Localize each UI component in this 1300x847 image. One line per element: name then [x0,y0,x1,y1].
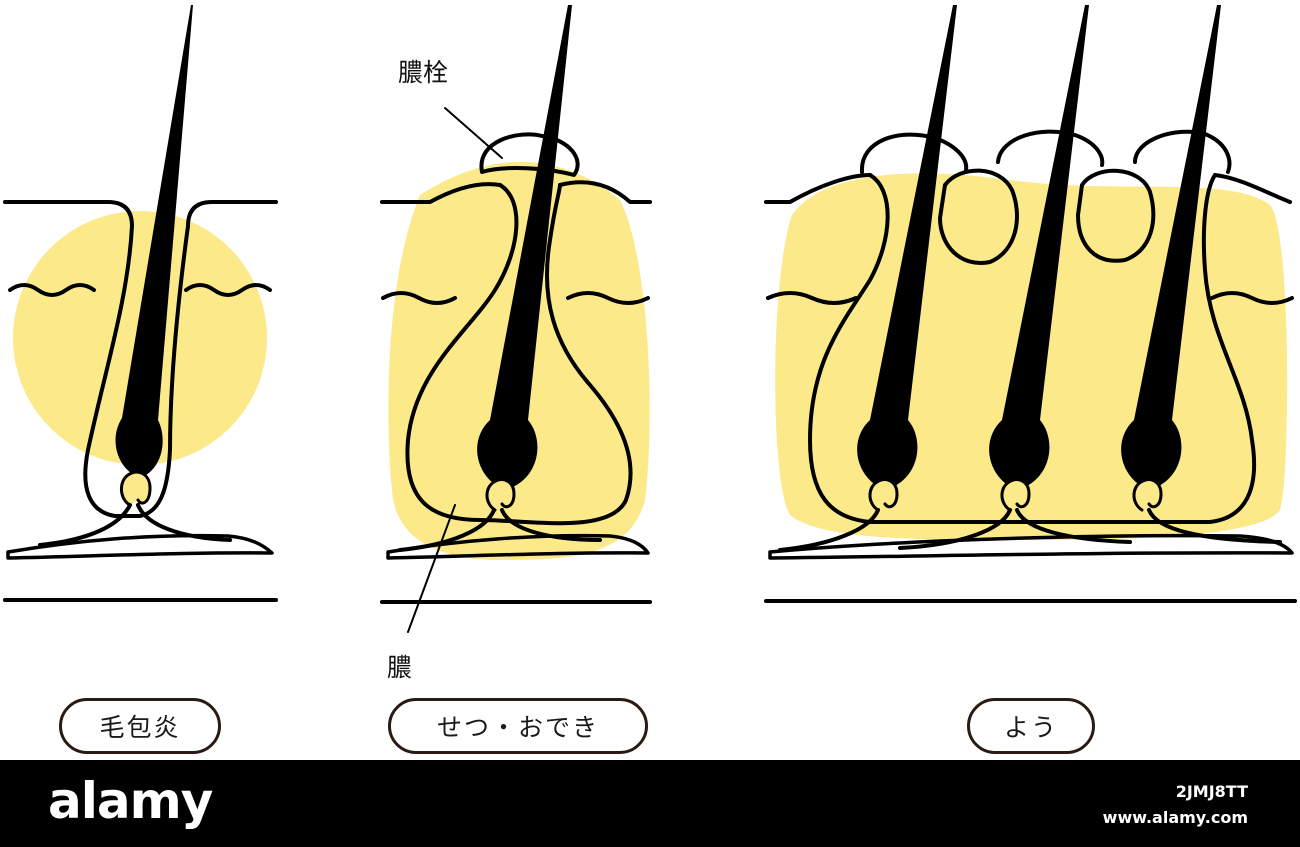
skin-surface-line [764,173,1292,204]
pus-label: 膿 [387,653,413,682]
panel-folliculitis [3,5,278,602]
subcutis-band [386,533,650,560]
hair-papilla [485,478,516,512]
hair-shaft [477,5,572,490]
skin-surface-line [3,200,278,228]
pus-leader-line [407,504,456,633]
hair-papilla [1000,478,1031,512]
dermis-wave [381,291,650,305]
hair-papilla [868,478,899,512]
panel-label-furuncle: せつ・おでき [388,698,648,754]
pus-plug-leader-line [444,107,503,159]
panel-label-carbuncle: よう [967,698,1095,754]
follicle-wall [83,224,190,518]
root-vessel [778,508,1282,552]
hair-shaft [1121,5,1221,490]
dermis-wave [8,283,272,297]
root-vessel [38,503,232,547]
panel-carbuncle [764,5,1297,603]
hair-shaft [115,5,193,478]
image-id: 2JMJ8TT [1175,782,1248,801]
panel-label-folliculitis: 毛包炎 [59,698,221,754]
abscess-wall [405,183,633,526]
site-url: www.alamy.com [1102,808,1248,827]
abscess-cavity [938,168,1019,265]
subcutis-band [768,533,1294,560]
pus-plug [479,132,580,177]
skin-diagram [3,5,1297,633]
hair-papilla [1132,478,1163,512]
pus-plug [1133,129,1232,174]
skin-surface-line [380,180,652,204]
panel-furuncle [380,5,652,633]
hair-shaft [857,5,957,490]
brand-logo: alamy [48,772,213,830]
hair-papilla [120,470,152,507]
pus-plug [859,132,969,174]
pus-plug [996,129,1105,167]
abscess-cavity [1076,168,1156,263]
watermark-footer: alamy 2JMJ8TT www.alamy.com [0,760,1300,847]
subcutis-band [6,533,274,560]
hair-shaft [989,5,1089,490]
dermis-wave [766,291,1294,305]
pus-plug-label: 膿栓 [398,58,449,87]
